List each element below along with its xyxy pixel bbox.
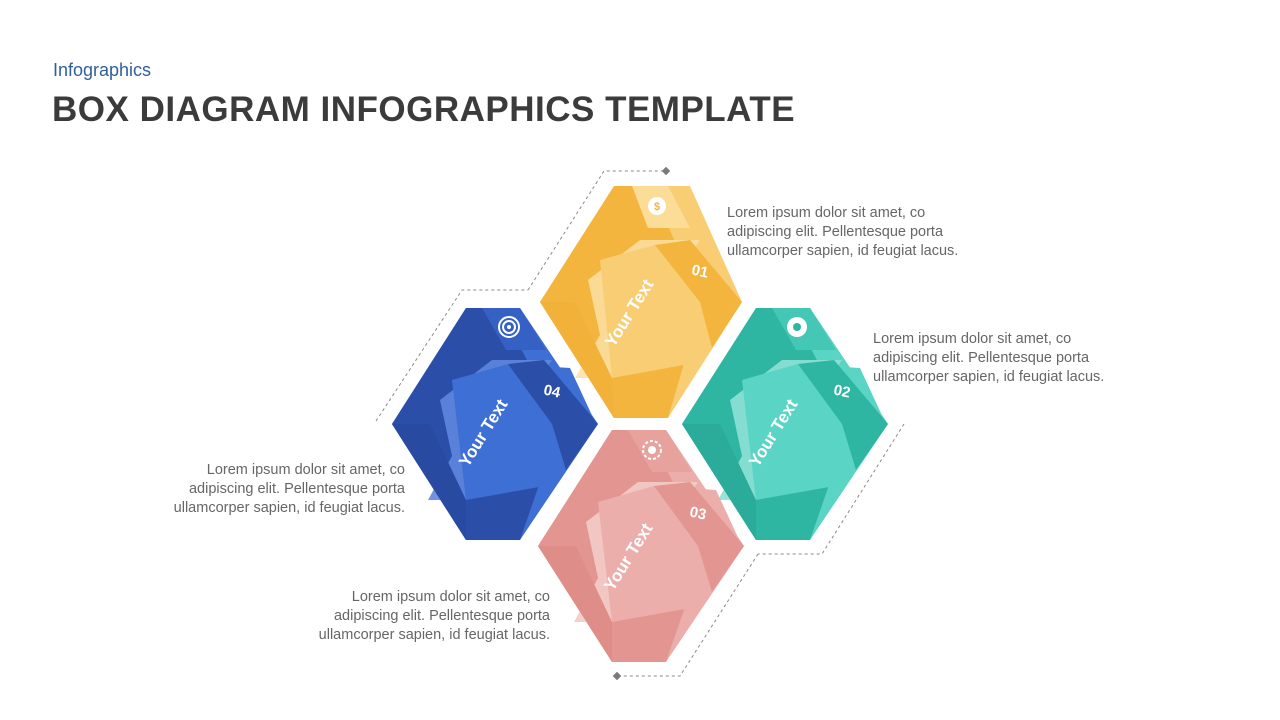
page-title: BOX DIAGRAM INFOGRAPHICS TEMPLATE [52, 90, 796, 129]
box-02 [682, 308, 888, 540]
connector-box-03 [617, 553, 759, 677]
box-04 [392, 308, 598, 540]
box-inner-dark [798, 360, 888, 470]
box-number: 03 [688, 504, 708, 524]
connector-box-04 [375, 289, 528, 422]
box-front-shade [682, 424, 756, 540]
box-number: 01 [690, 262, 710, 282]
description-03: Lorem ipsum dolor sit amet, co adipiscin… [318, 589, 550, 643]
box-01 [540, 186, 742, 418]
svg-text:$: $ [654, 201, 660, 213]
box-inner-dark [508, 360, 598, 470]
box-number: 02 [832, 382, 852, 402]
connector-box-01 [527, 170, 666, 291]
target-icon [498, 316, 520, 338]
description-01: Lorem ipsum dolor sit amet, co adipiscin… [727, 205, 959, 259]
box-front-shade [538, 546, 612, 662]
description-02: Lorem ipsum dolor sit amet, co adipiscin… [873, 331, 1105, 385]
dollar-coin-icon: $ [648, 197, 666, 215]
connector-marker [612, 671, 622, 681]
connector-marker [661, 166, 671, 176]
description-04: Lorem ipsum dolor sit amet, co adipiscin… [173, 462, 405, 516]
box-front-shade [392, 424, 466, 540]
box-inner-dark [655, 240, 742, 348]
box-front-shade [540, 302, 614, 418]
gear-icon [787, 317, 807, 337]
settings-icon [642, 440, 662, 460]
box-number: 04 [542, 382, 562, 402]
subtitle: Infographics [53, 60, 152, 80]
connector-lines [375, 170, 905, 677]
box-inner-dark [654, 482, 744, 592]
box-03 [538, 430, 744, 662]
